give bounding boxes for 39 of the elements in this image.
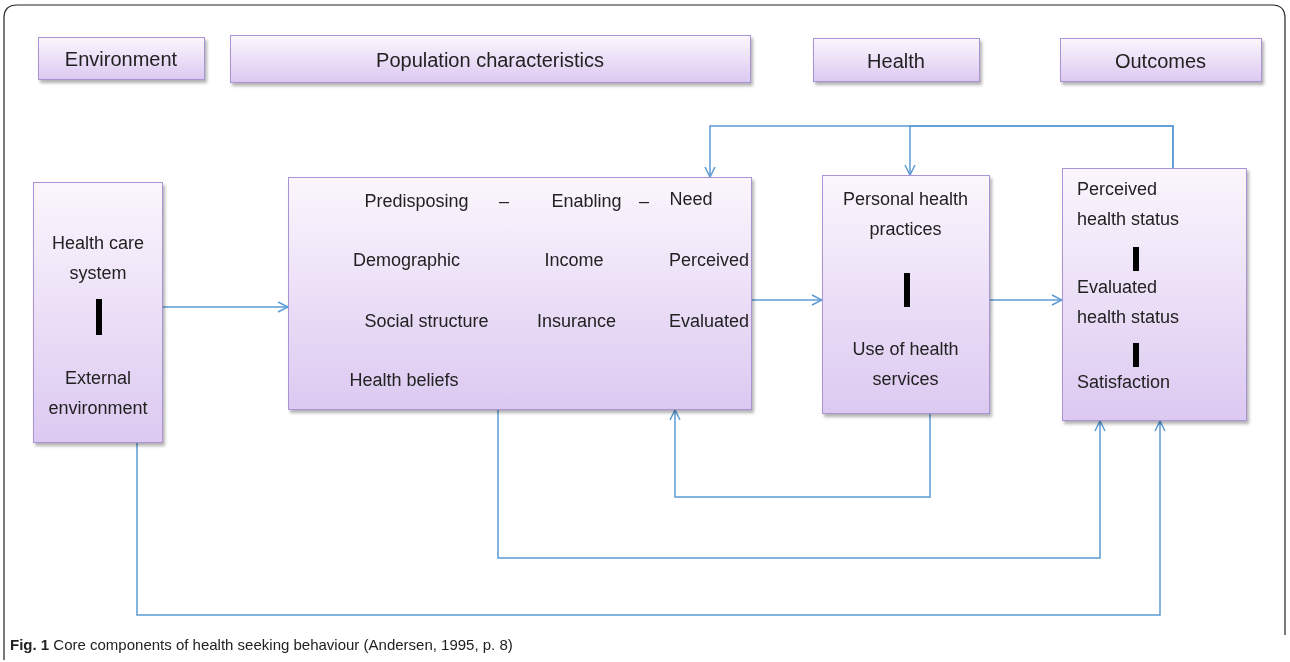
connector-arrow: [497, 409, 1106, 559]
process-box: [1062, 168, 1247, 421]
node-text: Personal health practices: [841, 188, 970, 241]
node-text: Predisposing: [363, 190, 470, 213]
dash-separator: –: [498, 190, 510, 213]
node-text: Population characteristics: [375, 48, 605, 73]
node-text: Enabling: [550, 190, 623, 213]
column-header: [1060, 38, 1262, 82]
connector-arrow: [989, 294, 1063, 306]
connector-arrow: [669, 409, 931, 498]
dash-separator: –: [638, 190, 650, 213]
connector-arrow: [136, 420, 1166, 616]
connector-arrow: [162, 301, 289, 313]
node-text: Demographic: [351, 249, 462, 272]
node-text: External environment: [47, 367, 149, 420]
node-text: Social structure: [363, 310, 490, 333]
node-text: Outcomes: [1113, 49, 1208, 74]
figure-caption: Fig. 1 Core components of health seeking behaviour (Andersen, 1995, p. 8): [10, 636, 513, 653]
process-box: [288, 177, 752, 410]
node-text: Income: [543, 249, 605, 272]
node-text: Evaluated: [667, 310, 751, 333]
node-text: Insurance: [535, 310, 618, 333]
node-text: Use of health services: [851, 338, 960, 391]
column-header: [230, 35, 751, 83]
node-text: Satisfaction: [1077, 371, 1172, 394]
node-text: Need: [668, 188, 714, 211]
process-box: [822, 175, 990, 414]
column-header: [813, 38, 980, 82]
node-text: Perceived: [667, 249, 750, 272]
node-text: Health: [866, 49, 926, 74]
column-header: [38, 37, 205, 80]
node-text: Perceived health status: [1077, 178, 1181, 231]
node-text: Evaluated health status: [1077, 276, 1181, 329]
process-box: [33, 182, 163, 443]
node-text: Health care system: [50, 232, 146, 285]
connector-arrow: [904, 125, 1174, 176]
node-text: Environment: [63, 47, 179, 72]
node-text: Health beliefs: [348, 369, 460, 392]
connector-arrow: [751, 294, 823, 306]
